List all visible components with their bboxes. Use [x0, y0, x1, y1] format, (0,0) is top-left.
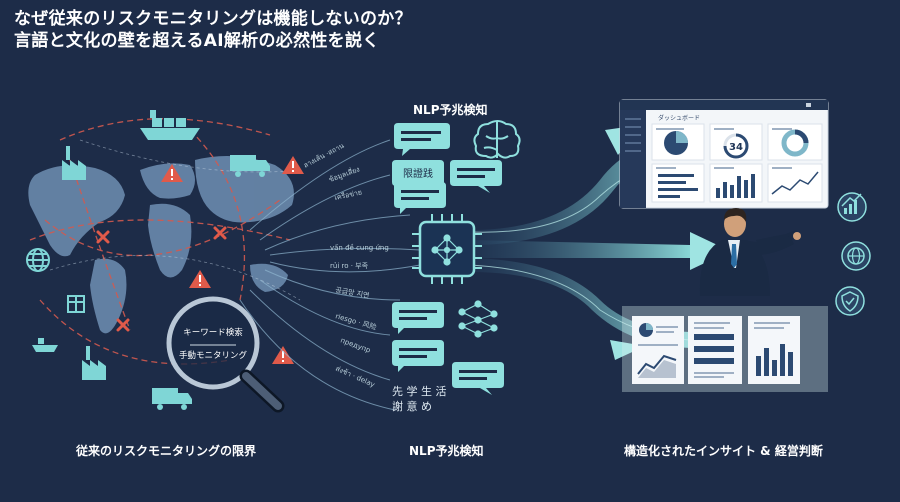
globe-icon [26, 248, 50, 272]
nlp-section-title: NLP予兆検知 [413, 103, 488, 117]
shield-handshake-icon [835, 286, 865, 316]
chat-bubble-icon [452, 362, 504, 395]
svg-text:ส่งช้า · delay: ส่งช้า · delay [334, 365, 376, 389]
neural-network-icon [458, 300, 498, 338]
title-line-2: 言語と文化の壁を超えるAI解析の必然性を説く [14, 31, 380, 51]
svg-text:предупр: предупр [339, 336, 372, 354]
foreign-text-sample: 先 学 生 活 [392, 384, 447, 398]
svg-text:vấn đề cung ứng: vấn đề cung ứng [330, 244, 389, 252]
chat-bubble-icon [394, 123, 450, 156]
middle-section-caption: NLP予兆検知 [409, 444, 484, 458]
world-map [28, 156, 294, 334]
factory-icon [82, 346, 106, 380]
page-title: なぜ従来のリスクモニタリングは機能しないのか？ 言語と文化の壁を超えるAI解析の… [14, 8, 412, 52]
dashboard-header: ダッシュボード [658, 114, 700, 122]
reports-panel [622, 306, 828, 392]
left-section-caption: 従来のリスクモニタリングの限界 [76, 444, 257, 458]
light-routes [49, 139, 301, 301]
truck-icon [230, 155, 270, 177]
ship-icon [140, 110, 200, 140]
growth-chart-icon [837, 192, 867, 222]
title-line-1: なぜ従来のリスクモニタリングは機能しないのか？ [14, 9, 412, 29]
svg-text:rủi ro · 부족: rủi ro · 부족 [330, 262, 369, 270]
svg-text:เครือข่าย: เครือข่าย [334, 188, 363, 202]
disruption-markers [96, 226, 227, 332]
chat-bubble-icon [394, 182, 446, 214]
global-icon [841, 241, 871, 271]
factory-icon [62, 146, 86, 180]
ship-icon [32, 338, 58, 352]
chat-bubble-icon [392, 340, 444, 372]
brain-icon [473, 120, 521, 159]
dashboard-gauge-value: 34 [729, 142, 743, 153]
bubble-foreign-text: 限證践 [403, 167, 433, 180]
text-streams [239, 139, 421, 411]
magnifier-label-manual: 手動モニタリング [179, 350, 248, 361]
truck-icon [152, 388, 192, 410]
chat-bubble-icon [450, 160, 502, 193]
foreign-text-sample: 謝 意 め [392, 399, 432, 413]
businessman-icon [699, 208, 801, 296]
dashboard-panel [619, 99, 829, 209]
chat-bubble-icon [392, 302, 444, 334]
svg-text:공급망 지연: 공급망 지연 [335, 285, 370, 300]
svg-text:ลางเส้น ·สถาน: ลางเส้น ·สถาน [302, 142, 345, 170]
right-section-caption: 構造化されたインサイト & 経営判断 [624, 444, 823, 458]
ai-chip-icon [412, 214, 482, 284]
box-icon [67, 295, 85, 313]
magnifier [166, 296, 285, 413]
magnifier-label-keyword: キーワード検索 [183, 327, 243, 338]
warning-icon [161, 156, 304, 364]
